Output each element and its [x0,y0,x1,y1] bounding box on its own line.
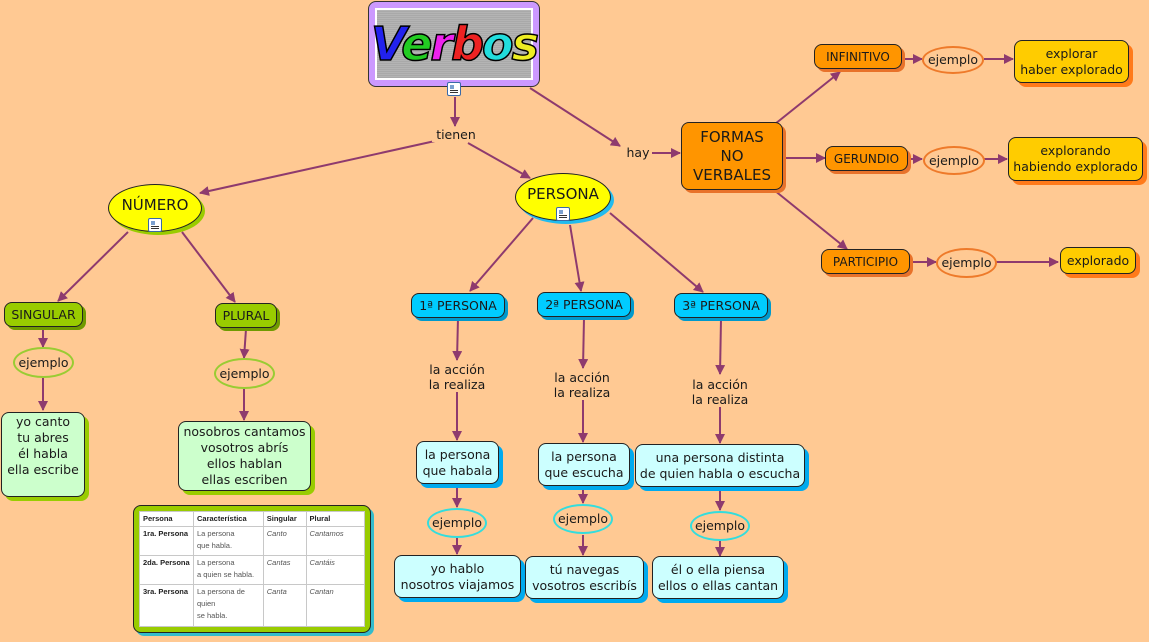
connector [469,217,534,292]
concept-segunda-persona[interactable]: 2ª PERSONA [537,292,631,317]
example-primera-persona[interactable]: yo hablo nosotros viajamos [394,555,521,598]
table-cell: Cantas [262,555,307,586]
table-cell: Cantáis [305,555,365,586]
title-image: Verbos [370,8,540,80]
connector [181,231,236,303]
example-infinitivo[interactable]: explorar haber explorado [1014,40,1129,83]
connector [774,71,841,125]
link-label-hay: hay [624,145,652,160]
concept-persona-que-escucha[interactable]: la persona que escucha [538,443,630,486]
link-label-tienen: tienen [432,127,480,142]
concept-primera-persona[interactable]: 1ª PERSONA [411,293,505,318]
title-letter: b [450,16,484,72]
table-header: Singular [262,511,307,527]
title-letter: r [430,16,454,72]
link-ejemplo-infinitivo[interactable]: ejemplo [922,46,984,74]
connector [609,212,704,293]
concept-plural[interactable]: PLURAL [215,303,277,328]
connector [452,317,463,361]
table-cell: La persona a quien se habla. [193,555,264,586]
table-cell: Cantamos [305,525,365,557]
title-letter: e [400,16,433,72]
table-cell: 3ra. Persona [139,584,194,627]
table-row: 1ra. Persona La persona que habla. Canto… [139,525,365,557]
link-ejemplo-tercera[interactable]: ejemplo [690,511,750,541]
example-segunda-persona[interactable]: tú navegas vosotros escribís [525,556,644,599]
table-cell: La persona que habla. [193,525,264,557]
table-cell: La persona de quien se habla. [193,584,264,627]
document-resource-icon[interactable] [556,207,570,221]
connector [467,142,531,179]
link-label-accion-3: la acción la realiza [680,377,760,407]
connector [199,140,436,196]
concept-tercera-persona[interactable]: 3ª PERSONA [674,293,768,318]
table-header: Característica [193,511,264,527]
concept-persona-distinta[interactable]: una persona distinta de quien habla o es… [635,444,805,487]
title-text: Verbos [370,16,540,72]
connector [239,328,250,359]
title-letter: s [511,16,540,72]
table-cell: Cantan [305,584,365,627]
link-label-accion-2: la acción la realiza [542,370,622,400]
example-plural[interactable]: nosobros cantamos vosotros abrís ellos h… [178,421,311,491]
table-cell: 1ra. Persona [139,525,194,557]
concept-infinitivo[interactable]: INFINITIVO [814,44,902,69]
connector [57,231,129,302]
connector [569,224,585,292]
table-cell: 2da. Persona [139,555,194,586]
example-participio[interactable]: explorado [1060,247,1136,274]
conjugation-table-resource[interactable]: Persona Característica Singular Plural 1… [133,505,371,633]
concept-persona-que-habla[interactable]: la persona que habala [416,441,499,484]
example-singular[interactable]: yo canto tu abres él habla ella escribe [1,412,85,497]
document-resource-icon[interactable] [447,82,461,96]
conjugation-table: Persona Característica Singular Plural 1… [139,511,365,627]
connector [715,318,726,375]
link-ejemplo-primera[interactable]: ejemplo [427,508,487,538]
link-ejemplo-segunda[interactable]: ejemplo [553,504,613,534]
link-ejemplo-gerundio[interactable]: ejemplo [923,146,985,175]
link-label-accion-1: la acción la realiza [417,362,497,392]
link-ejemplo-plural[interactable]: ejemplo [214,358,275,389]
example-tercera-persona[interactable]: él o ella piensa ellos o ellas cantan [652,556,784,599]
connector [529,87,621,147]
table-cell: Canta [262,584,307,627]
table-cell: Canto [262,525,307,557]
concept-singular[interactable]: SINGULAR [4,302,83,327]
table-header-row: Persona Característica Singular Plural [139,511,365,527]
example-gerundio[interactable]: explorando habiendo explorado [1008,137,1143,181]
concept-formas-no-verbales[interactable]: FORMAS NO VERBALES [681,122,783,190]
table-row: 2da. Persona La persona a quien se habla… [139,555,365,586]
table-header: Plural [305,511,365,527]
document-resource-icon[interactable] [148,218,162,232]
concept-participio[interactable]: PARTICIPIO [821,249,910,274]
link-ejemplo-participio[interactable]: ejemplo [936,248,997,278]
title-concept[interactable]: Verbos [368,1,540,87]
title-letter: o [481,16,514,72]
connector [773,189,848,250]
table-row: 3ra. Persona La persona de quien se habl… [139,584,365,627]
link-ejemplo-singular[interactable]: ejemplo [13,347,74,378]
table-header: Persona [139,511,194,527]
title-letter: V [370,16,404,72]
connector [578,317,589,369]
concept-gerundio[interactable]: GERUNDIO [825,146,908,171]
